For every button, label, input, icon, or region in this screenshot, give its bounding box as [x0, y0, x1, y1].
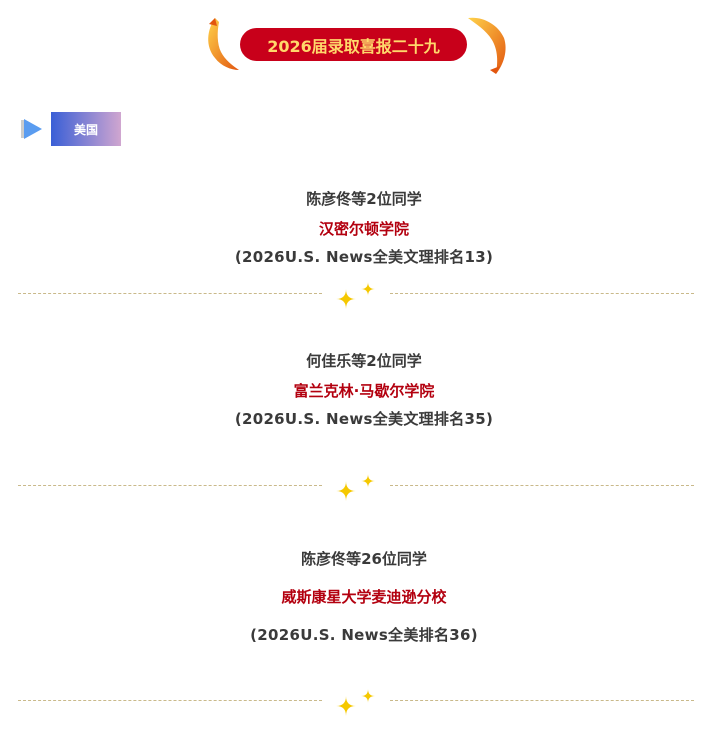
divider-line — [18, 485, 322, 486]
student-names: 陈彦佟等2位同学 — [306, 190, 422, 208]
school-name: 富兰克林·马歇尔学院 — [293, 382, 435, 400]
student-names: 陈彦佟等26位同学 — [301, 550, 427, 568]
school-name: 威斯康星大学麦迪逊分校 — [281, 588, 447, 606]
divider-line — [390, 293, 694, 294]
koi-fish-right-icon — [468, 17, 506, 74]
sparkle-icon — [332, 281, 382, 315]
play-arrow-icon — [21, 119, 42, 139]
page-title-banner: 2026届录取喜报二十九 — [240, 28, 467, 61]
divider-line — [390, 700, 694, 701]
school-name: 汉密尔顿学院 — [318, 220, 409, 238]
school-ranking: (2026U.S. News全美文理排名35) — [234, 410, 494, 428]
koi-fish-left-icon — [208, 18, 239, 70]
divider-line — [390, 485, 694, 486]
divider-line — [18, 700, 322, 701]
sparkle-icon — [332, 473, 382, 507]
school-ranking: (2026U.S. News全美排名36) — [250, 626, 478, 644]
school-ranking: (2026U.S. News全美文理排名13) — [234, 248, 494, 266]
region-tag: 美国 — [51, 112, 121, 146]
student-names: 何佳乐等2位同学 — [306, 352, 422, 370]
divider-line — [18, 293, 322, 294]
sparkle-icon — [332, 688, 382, 722]
